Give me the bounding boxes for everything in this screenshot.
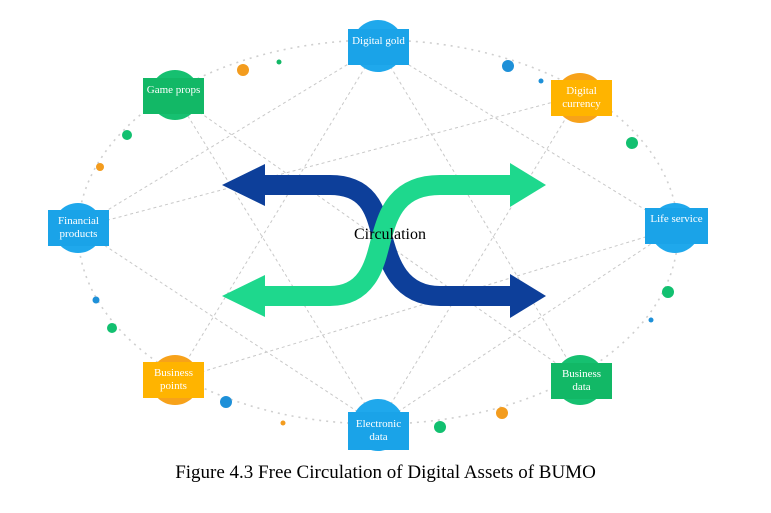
node-label-business-points: Business points [153, 367, 194, 392]
node-boxes [48, 29, 708, 450]
node-label-electronic-data: Electronic data [355, 418, 402, 443]
connector-line [174, 94, 379, 426]
connector-line [377, 45, 581, 381]
center-label: Circulation [354, 226, 426, 243]
decor-dot [92, 296, 100, 304]
node-label-business-data: Business data [561, 368, 602, 393]
decor-dot [538, 78, 544, 84]
node-label-digital-currency: Digital currency [562, 85, 601, 110]
connector-line [77, 227, 379, 426]
digital-gold-box [348, 29, 409, 65]
green-arrow-shaft [262, 175, 512, 306]
game-props-box [143, 78, 204, 114]
decor-dot [496, 407, 508, 419]
dark-arrowhead-left [222, 164, 265, 206]
circulation-arrows [222, 163, 546, 318]
decor-dot [648, 317, 654, 323]
connector-line [174, 45, 379, 381]
digital-currency-box [551, 80, 612, 116]
node-label-game-props: Game props [146, 83, 201, 96]
decor-dot [280, 420, 286, 426]
circulation-diagram [48, 20, 708, 451]
decor-dot [502, 60, 514, 72]
decor-dot [122, 130, 132, 140]
business-points-box [143, 362, 204, 398]
figure-caption: Figure 4.3 Free Circulation of Digital A… [175, 462, 596, 483]
connector-line [77, 94, 581, 229]
green-arrowhead-left [222, 275, 265, 317]
green-arrowhead-right [510, 163, 546, 207]
decor-dot [662, 286, 674, 298]
decor-dot [434, 421, 446, 433]
decor-dot [276, 59, 282, 65]
decor-dot [107, 323, 117, 333]
financial-products-box [48, 210, 109, 246]
node-label-financial-products: Financial products [58, 215, 99, 240]
connector-line [377, 45, 676, 229]
decor-dot [237, 64, 249, 76]
decor-dots [92, 59, 674, 433]
life-service-box [645, 208, 708, 244]
business-data-box [551, 363, 612, 399]
decor-dot [220, 396, 232, 408]
connector-line [377, 94, 581, 426]
connector-line [77, 45, 379, 229]
electronic-data-box [348, 412, 409, 450]
node-label-life-service: Life service [650, 212, 703, 225]
dark-arrowhead-right [510, 274, 546, 318]
node-label-digital-gold: Digital gold [352, 34, 405, 47]
decor-dot [96, 163, 104, 171]
connector-line [377, 227, 676, 426]
decor-dot [626, 137, 638, 149]
